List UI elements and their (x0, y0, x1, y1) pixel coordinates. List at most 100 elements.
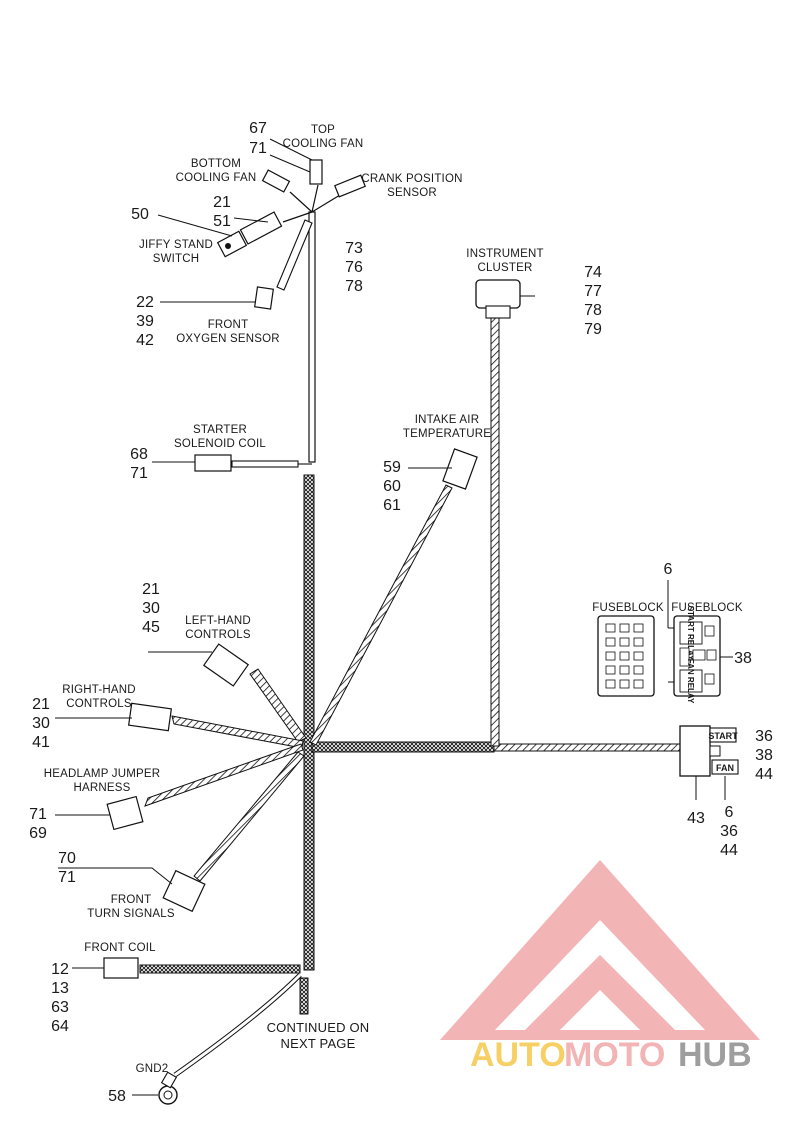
top-cooling-fan-label-2: COOLING FAN (283, 138, 364, 150)
right-hand-connector (127, 702, 173, 732)
callout-gnd2: 58 (108, 1088, 126, 1105)
oxygen-sensor-connector (254, 286, 274, 310)
top-cooling-fan-connector (309, 159, 323, 185)
callout-relay-43: 43 (687, 810, 705, 827)
instrument-cluster-connector (475, 279, 535, 319)
callout-turn-signal-2: 71 (58, 869, 76, 886)
start-relay-slot (679, 621, 703, 645)
callout-intake-2: 60 (383, 478, 401, 495)
callout-headlamp-2: 69 (29, 825, 47, 842)
intake-air-connector (442, 448, 478, 490)
starter-solenoid-label-1: STARTER (193, 424, 247, 436)
oxygen-sensor-branch (276, 219, 313, 291)
callout-front-coil-2: 13 (51, 980, 69, 997)
callout-top-fan-2: 71 (249, 140, 267, 157)
callout-fuseblock-38: 38 (734, 650, 752, 667)
turn-signal-connector (162, 869, 206, 913)
leader-lines (55, 138, 733, 1096)
callout-numbers: 67 71 50 21 51 73 76 78 22 39 42 74 77 7… (29, 120, 773, 1105)
callout-crank-2: 76 (345, 259, 363, 276)
intake-air-label-1: INTAKE AIR (415, 414, 479, 426)
callout-right-hand-3: 41 (32, 734, 50, 751)
watermark-text-auto: AUTO (470, 1036, 566, 1074)
left-hand-controls-label-2: CONTROLS (185, 629, 251, 641)
headlamp-jumper-label-2: HARNESS (74, 782, 131, 794)
start-relay-label: START RELAY (686, 606, 695, 661)
callout-relay-right-3: 44 (755, 766, 773, 783)
callout-oxygen-3: 42 (136, 332, 154, 349)
bottom-cooling-fan-connector (261, 169, 291, 193)
watermark-logo: AUTO MOTO HUB (440, 860, 760, 1074)
lower-trunk-braided (303, 474, 315, 971)
callout-front-coil-4: 64 (51, 1018, 69, 1035)
continued-label-1: CONTINUED ON (267, 1020, 370, 1035)
continued-label-2: NEXT PAGE (280, 1036, 355, 1051)
callout-left-hand-3: 45 (142, 619, 160, 636)
callout-left-hand-2: 30 (142, 600, 160, 617)
front-coil-connector (103, 957, 139, 979)
oxygen-sensor-label-2: OXYGEN SENSOR (176, 333, 280, 345)
callout-crank-3: 78 (345, 278, 363, 295)
bottom-cooling-fan-label-2: COOLING FAN (176, 172, 257, 184)
callout-front-coil-3: 63 (51, 999, 69, 1016)
crank-position-sensor-connector (333, 174, 367, 198)
bottom-cooling-fan-label-1: BOTTOM (191, 158, 241, 170)
crank-sensor-label-1: CRANK POSITION (361, 173, 462, 185)
crank-sensor-label-2: SENSOR (387, 187, 437, 199)
jiffy-stand-label-1: JIFFY STAND (139, 239, 213, 251)
top-branches (216, 159, 367, 310)
relay-fan-label: FAN (716, 763, 734, 773)
callout-jiffy-51: 51 (213, 213, 231, 230)
jiffy-stand-switch-connector (239, 211, 283, 245)
right-hand-controls-label-2: CONTROLS (66, 698, 132, 710)
intake-air-branch (309, 448, 478, 746)
fan-relay-slot (679, 669, 703, 693)
left-hand-controls-label-1: LEFT-HAND (185, 615, 251, 627)
callout-crank-1: 73 (345, 240, 363, 257)
starter-solenoid-branch (194, 454, 312, 472)
turn-signal-branch (193, 751, 305, 882)
callout-relay-bottom-1: 6 (725, 804, 734, 821)
oxygen-sensor-label-1: FRONT (208, 319, 249, 331)
callout-intake-1: 59 (383, 459, 401, 476)
horizontal-trunk-to-relay (493, 743, 681, 752)
callout-left-hand-1: 21 (142, 581, 160, 598)
gnd2-label: GND2 (136, 1063, 169, 1075)
callout-top-fan-1: 67 (249, 120, 267, 137)
callout-relay-right-1: 36 (755, 728, 773, 745)
callout-right-hand-2: 30 (32, 715, 50, 732)
callout-starter-2: 71 (130, 465, 148, 482)
callout-fuseblock-6: 6 (664, 561, 673, 578)
headlamp-connector (106, 795, 144, 831)
upper-trunk (308, 211, 316, 463)
callout-starter-1: 68 (130, 446, 148, 463)
callout-right-hand-1: 21 (32, 696, 50, 713)
instrument-cluster-label-1: INSTRUMENT (466, 248, 543, 260)
watermark-text-hub: HUB (678, 1036, 752, 1074)
callout-relay-bottom-3: 44 (720, 842, 738, 859)
front-coil-label: FRONT COIL (84, 942, 156, 954)
callout-jiffy-21: 21 (213, 194, 231, 211)
front-coil-branch (103, 957, 302, 1105)
starter-solenoid-label-2: SOLENOID COIL (174, 438, 266, 450)
horizontal-trunk-braided (311, 741, 495, 753)
callout-front-coil-1: 12 (51, 961, 69, 978)
callout-headlamp-1: 71 (29, 806, 47, 823)
callout-instrument-3: 78 (584, 302, 602, 319)
starter-solenoid-connector (194, 454, 232, 472)
callout-oxygen-1: 22 (136, 294, 154, 311)
callout-jiffy-50: 50 (131, 206, 149, 223)
left-side-branches (106, 643, 307, 913)
fan-relay-label: FAN RELAY (686, 659, 695, 704)
callout-relay-right-2: 38 (755, 747, 773, 764)
fuseblock-right-label: FUSEBLOCK (671, 602, 743, 614)
callout-turn-signal-1: 70 (58, 850, 76, 867)
front-turn-signals-label-2: TURN SIGNALS (87, 908, 175, 920)
fuseblock-left-label: FUSEBLOCK (592, 602, 664, 614)
left-hand-connector (202, 643, 250, 687)
callout-instrument-4: 79 (584, 321, 602, 338)
jiffy-stand-switch-body (216, 230, 248, 258)
watermark-text-moto: MOTO (564, 1036, 665, 1074)
